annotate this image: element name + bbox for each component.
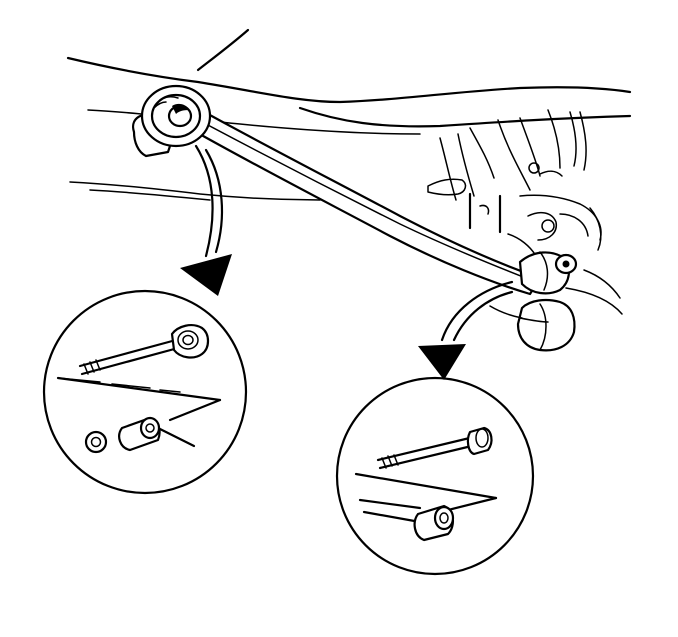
bushing-sleeve-icon	[118, 416, 161, 452]
curved-arrow-right	[418, 280, 514, 380]
nut-icon	[84, 430, 108, 454]
bushing-icon	[413, 504, 455, 542]
lateral-link-arm	[194, 112, 542, 296]
right-detail-circle	[335, 376, 535, 576]
long-bolt-icon	[78, 324, 210, 376]
left-detail-circle	[42, 289, 248, 495]
curved-arrow-left	[180, 144, 232, 296]
hub-assembly	[427, 109, 623, 352]
short-bolt-icon	[376, 426, 493, 470]
inner-bushing-end	[132, 84, 212, 158]
outer-bushing-end	[518, 251, 578, 295]
